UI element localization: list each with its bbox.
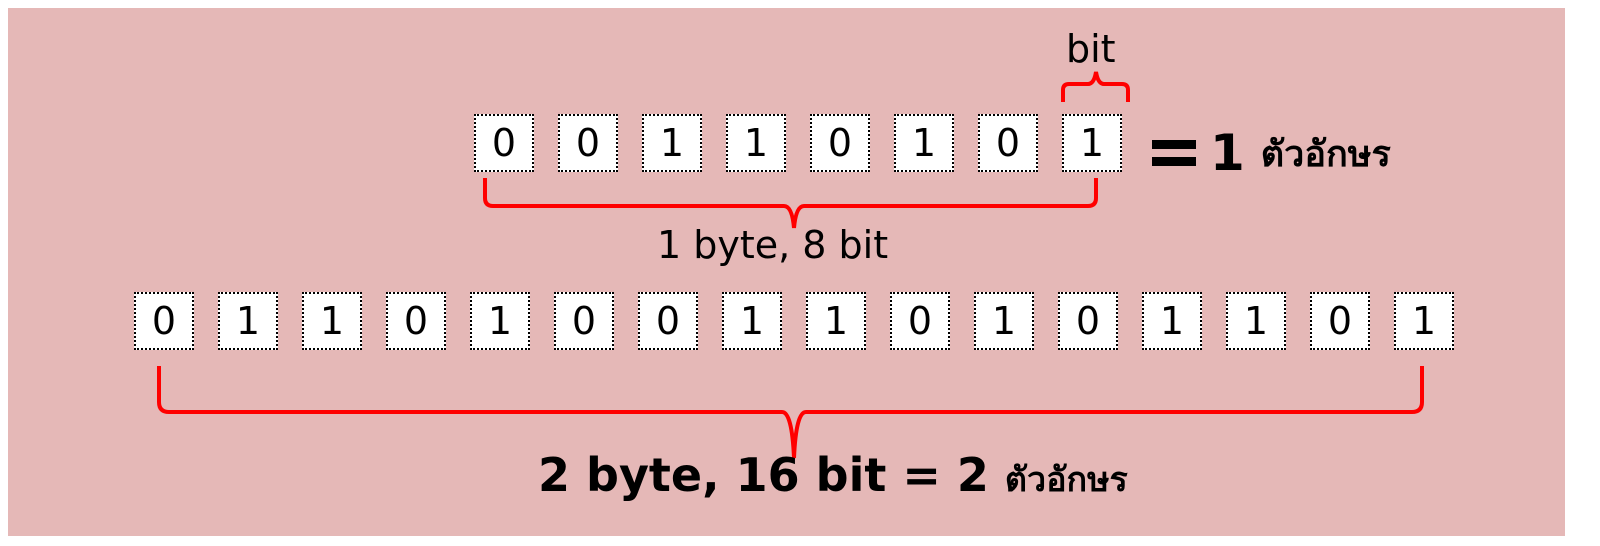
bit-cell: 0 [890,292,950,350]
bit-cell: 1 [642,114,702,172]
byte-brace [483,178,1098,229]
bit-cell: 1 [974,292,1034,350]
equals-one-character: 1 ตัวอักษร [1152,124,1391,182]
bit-cell: 1 [218,292,278,350]
bit-cell: 0 [1310,292,1370,350]
bit-brace [1061,71,1130,102]
bit-cell: 1 [722,292,782,350]
two-byte-summary-text: 2 byte, 16 bit = 2 [538,448,989,502]
bit-cell: 1 [894,114,954,172]
bit-cell: 0 [978,114,1038,172]
bit-cell: 1 [806,292,866,350]
bit-cell: 1 [1394,292,1454,350]
one-byte-label: 1 byte, 8 bit [657,223,889,267]
character-label: ตัวอักษร [1260,133,1391,175]
bit-cell: 0 [810,114,870,172]
bit-cell: 1 [1062,114,1122,172]
bit-cell: 0 [134,292,194,350]
bit-label: bit [1066,27,1116,71]
bit-cell: 0 [638,292,698,350]
bit-cell: 0 [558,114,618,172]
bit-cell: 1 [302,292,362,350]
bit-cell: 0 [386,292,446,350]
bit-cell: 1 [1142,292,1202,350]
bit-cell: 0 [474,114,534,172]
character-count: 1 [1210,124,1245,182]
bit-cell: 0 [1058,292,1118,350]
bit-cell: 0 [554,292,614,350]
bit-cell: 1 [1226,292,1286,350]
bit-cell: 1 [726,114,786,172]
two-byte-character-label: ตัวอักษร [1004,460,1128,500]
diagram-panel [8,8,1565,536]
bit-cell: 1 [470,292,530,350]
equals-sign-icon [1152,138,1196,168]
two-byte-brace [157,366,1424,459]
two-byte-summary: 2 byte, 16 bit = 2 ตัวอักษร [538,452,1128,498]
